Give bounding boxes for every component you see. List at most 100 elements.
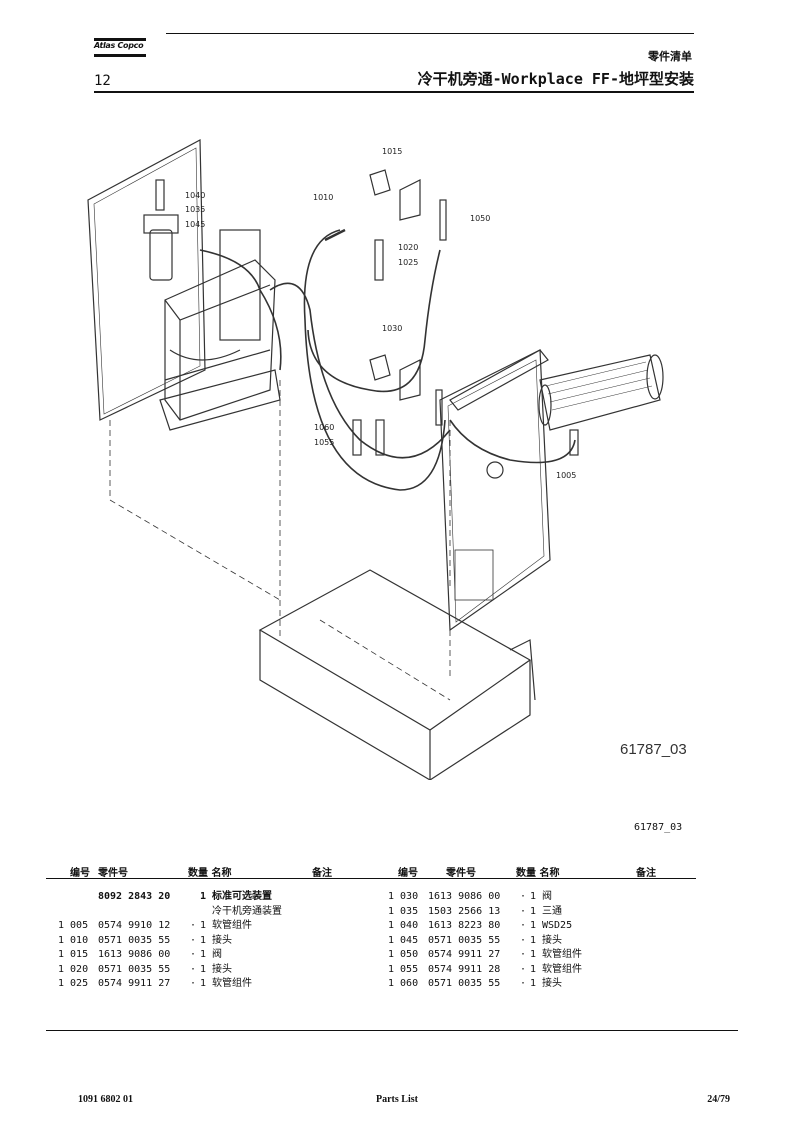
row-part-no: 0574 9911 27 <box>98 978 171 989</box>
row-part-no: 0571 0035 55 <box>428 978 501 989</box>
callout-1020: 1020 <box>398 243 418 252</box>
row-qty: 1 <box>530 905 537 917</box>
row-part-no: 1503 2566 13 <box>428 905 501 917</box>
row-dot: · <box>520 905 527 917</box>
row-part-no: 0574 9911 28 <box>428 963 501 975</box>
row-name: 接头 <box>542 934 562 946</box>
figure-reference: 61787_03 <box>634 822 683 833</box>
col-header-partno-left: 零件号 <box>98 868 128 879</box>
table-row-main-sub: 冷干机旁通装置 <box>58 905 372 920</box>
col-header-remark-left: 备注 <box>312 868 332 879</box>
row-qty: 1 <box>530 963 537 975</box>
row-name: 阀 <box>542 891 552 902</box>
header-rule-bottom <box>94 91 694 93</box>
row-part-no: 1613 9086 00 <box>98 949 171 960</box>
row-pos: 1 005 <box>58 920 89 931</box>
table-row: 1 025 0574 9911 27 · 1 软管组件 <box>58 977 372 992</box>
col-header-pos-left: 编号 <box>70 868 90 879</box>
table-header-rule <box>46 878 696 879</box>
row-dot: · <box>520 963 527 975</box>
row-pos: 1 030 <box>388 891 419 902</box>
row-name: 阀 <box>212 949 222 960</box>
row-part-no: 0574 9910 12 <box>98 920 171 931</box>
col-header-remark-right: 备注 <box>636 868 656 879</box>
row-pos: 1 055 <box>388 963 419 975</box>
row-qty: 1 <box>200 963 207 975</box>
main-name-2: 冷干机旁通装置 <box>212 905 282 917</box>
header-rule-top <box>166 33 694 34</box>
page-title: 冷干机旁通-Workplace FF-地坪型安装 <box>417 70 694 88</box>
table-row: 1 050 0574 9911 27 · 1 软管组件 <box>388 948 702 963</box>
row-part-no: 1613 8223 80 <box>428 920 501 931</box>
row-qty: 1 <box>530 978 537 989</box>
footer-doc-number: 1091 6802 01 <box>78 1094 133 1105</box>
callout-1025: 1025 <box>398 258 418 267</box>
row-qty: 1 <box>530 934 537 946</box>
col-header-qtyname-left: 数量 名称 <box>188 868 232 879</box>
table-row: 1 015 1613 9086 00 · 1 阀 <box>58 948 372 963</box>
footer-rule <box>46 1030 738 1031</box>
callout-1055: 1055 <box>314 438 334 447</box>
row-pos: 1 025 <box>58 978 89 989</box>
row-name: 三通 <box>542 905 562 917</box>
table-row: 1 045 0571 0035 55 · 1 接头 <box>388 934 702 949</box>
figure-id-label: 61787_03 <box>620 741 687 758</box>
footer-page-number: 24/79 <box>707 1094 730 1105</box>
row-qty: 1 <box>200 978 207 989</box>
row-part-no: 0574 9911 27 <box>428 949 501 960</box>
row-name: 接头 <box>212 963 232 975</box>
callout-1050: 1050 <box>470 214 490 223</box>
footer-doc-type: Parts List <box>376 1094 418 1105</box>
col-header-qtyname-right: 数量 名称 <box>516 868 560 879</box>
row-pos: 1 045 <box>388 934 419 946</box>
row-name: 接头 <box>542 978 562 989</box>
table-row: 1 020 0571 0035 55 · 1 接头 <box>58 963 372 978</box>
row-dot: · <box>190 920 197 931</box>
row-pos: 1 040 <box>388 920 419 931</box>
row-dot: · <box>520 891 527 902</box>
callout-1060: 1060 <box>314 423 334 432</box>
row-qty: 1 <box>200 920 207 931</box>
callout-1040: 1040 <box>185 191 205 200</box>
callout-1010: 1010 <box>313 193 333 202</box>
callout-1045: 1045 <box>185 220 205 229</box>
callout-1035: 1035 <box>185 205 205 214</box>
table-row: 1 010 0571 0035 55 · 1 接头 <box>58 934 372 949</box>
table-row: 1 035 1503 2566 13 · 1 三通 <box>388 905 702 920</box>
drawing-svg: 1015 1010 1050 1020 1025 1040 1035 1045 … <box>87 139 687 782</box>
main-name: 标准可选装置 <box>212 891 272 902</box>
row-pos: 1 035 <box>388 905 419 917</box>
logo-text: Atlas Copco <box>94 41 144 50</box>
callout-1015: 1015 <box>382 147 402 156</box>
row-pos: 1 060 <box>388 978 419 989</box>
parts-list-right: 1 030 1613 9086 00 · 1 阀 1 035 1503 2566… <box>388 890 702 992</box>
row-dot: · <box>520 934 527 946</box>
main-qty: 1 <box>200 891 207 902</box>
section-number: 12 <box>94 73 111 89</box>
row-dot: · <box>190 934 197 946</box>
row-name: 软管组件 <box>542 963 582 975</box>
row-dot: · <box>190 949 197 960</box>
row-pos: 1 010 <box>58 934 89 946</box>
table-row: 1 005 0574 9910 12 · 1 软管组件 <box>58 919 372 934</box>
row-part-no: 0571 0035 55 <box>428 934 501 946</box>
row-dot: · <box>190 978 197 989</box>
table-row: 1 030 1613 9086 00 · 1 阀 <box>388 890 702 905</box>
row-pos: 1 020 <box>58 963 89 975</box>
row-qty: 1 <box>530 949 537 960</box>
atlas-copco-logo: Atlas Copco <box>94 38 146 60</box>
row-qty: 1 <box>530 891 537 902</box>
table-row: 1 055 0574 9911 28 · 1 软管组件 <box>388 963 702 978</box>
table-row-main: 8092 2843 20 1 标准可选装置 <box>58 890 372 905</box>
col-header-partno-right: 零件号 <box>446 868 476 879</box>
row-part-no: 0571 0035 55 <box>98 934 171 946</box>
table-row: 1 040 1613 8223 80 · 1 WSD25 <box>388 919 702 934</box>
table-row: 1 060 0571 0035 55 · 1 接头 <box>388 977 702 992</box>
row-pos: 1 050 <box>388 949 419 960</box>
row-dot: · <box>190 963 197 975</box>
header-category: 零件清单 <box>648 50 692 63</box>
row-dot: · <box>520 920 527 931</box>
row-name: 软管组件 <box>542 949 582 960</box>
row-pos: 1 015 <box>58 949 89 960</box>
callout-1005: 1005 <box>556 471 576 480</box>
